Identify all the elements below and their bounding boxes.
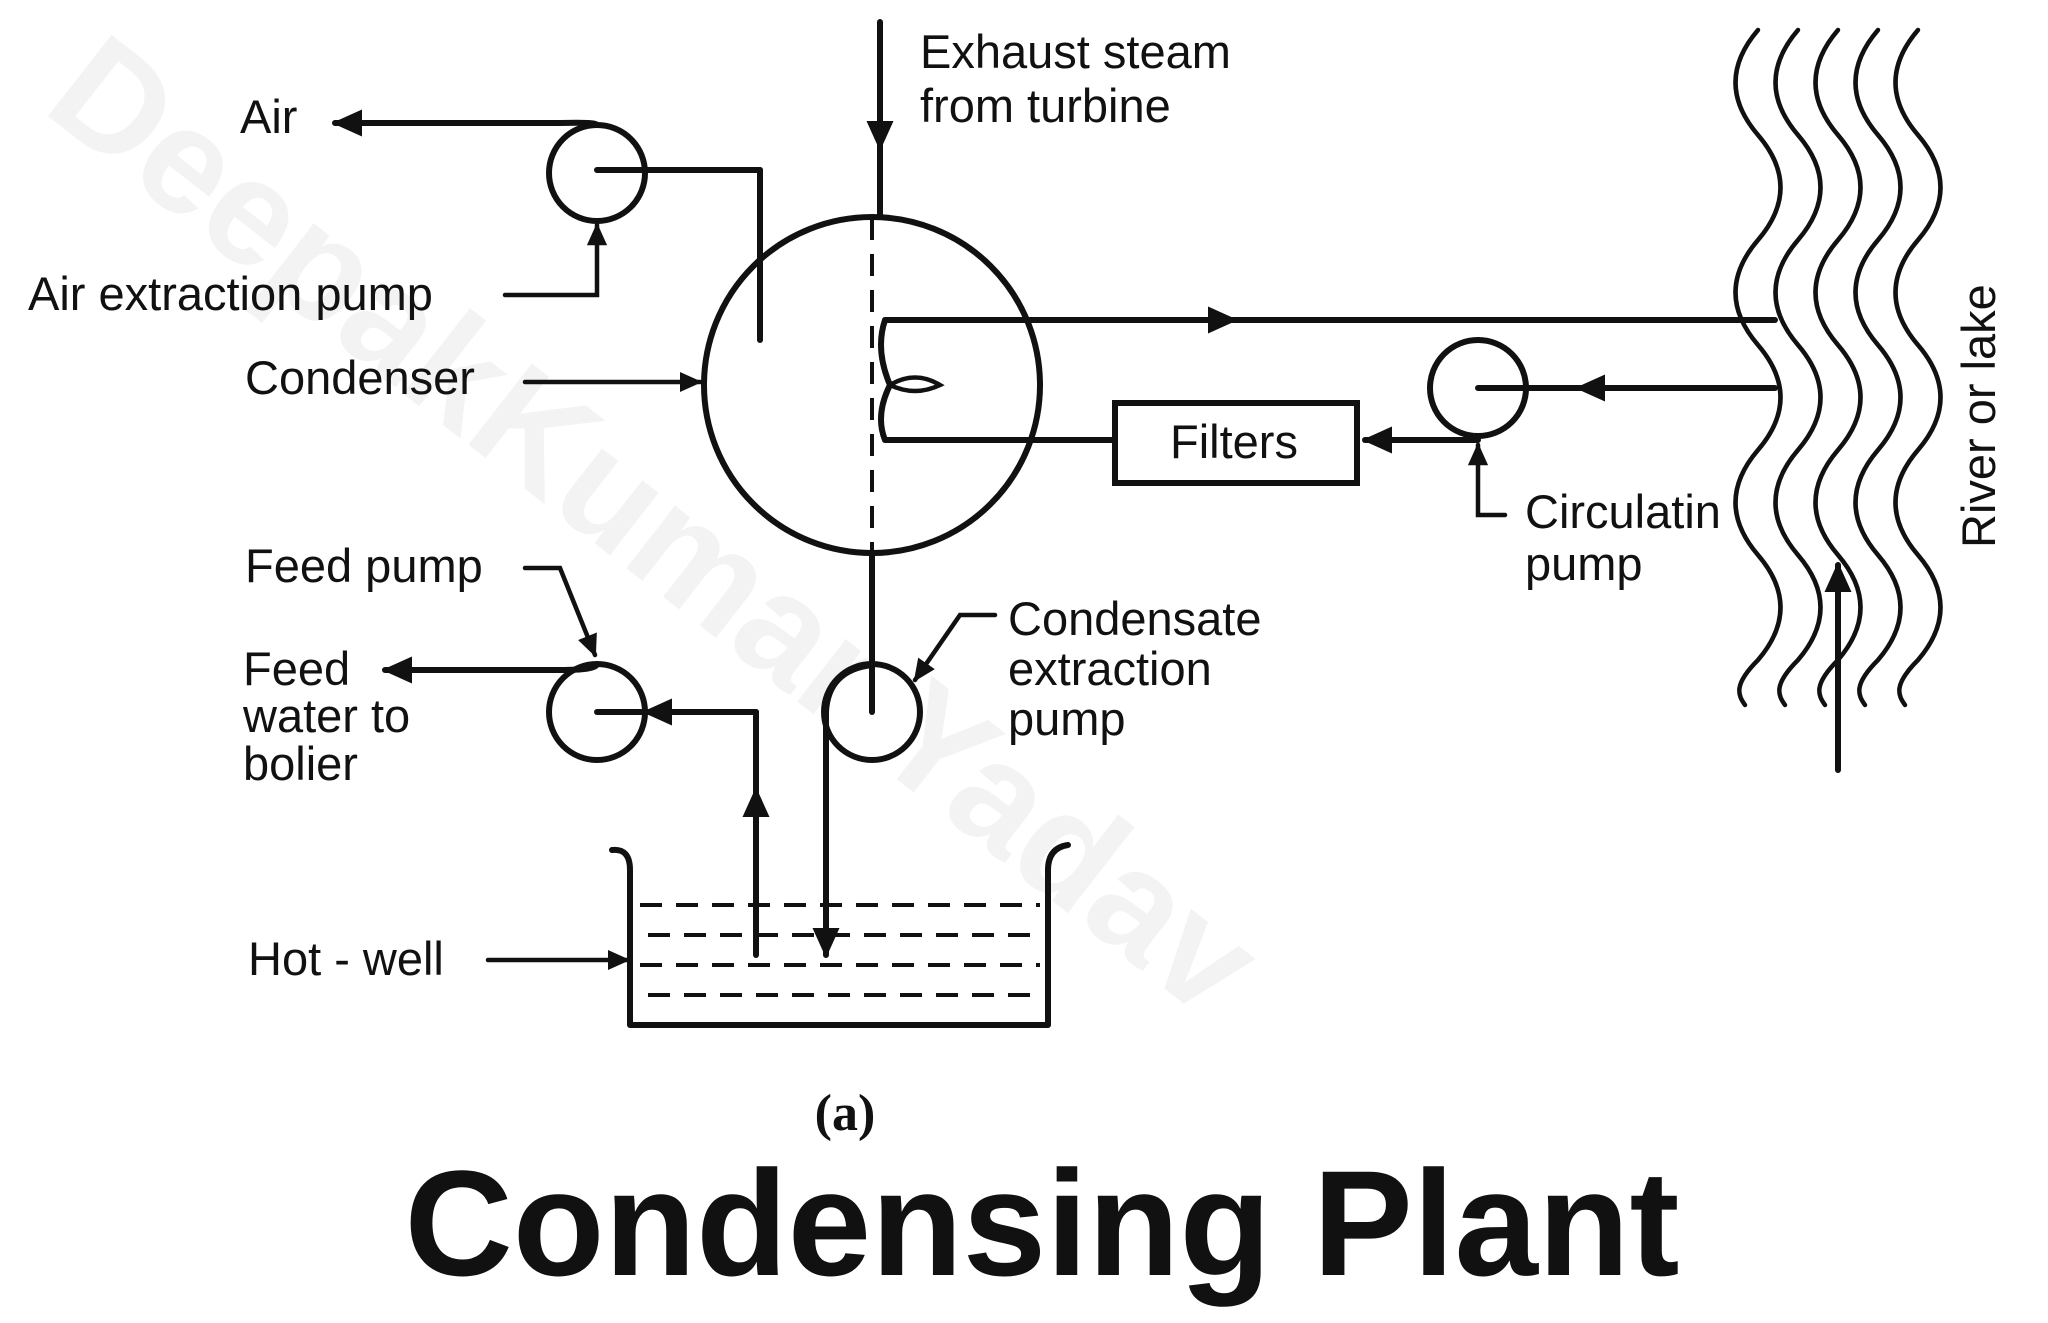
tube-return-bend <box>887 375 945 394</box>
hot-well-water <box>640 903 1040 997</box>
feed-water-label-line3: bolier <box>243 737 358 790</box>
feed-water-outlet-pipe <box>382 656 600 684</box>
diagram-title: Condensing Plant <box>405 1139 1680 1307</box>
hot-well-label: Hot - well <box>248 932 444 985</box>
condensate-to-hotwell-pipe <box>812 662 875 958</box>
air-extraction-pump-leader <box>502 222 608 298</box>
feed-pump-label: Feed pump <box>245 539 483 592</box>
air-extraction-pump-label: Air extraction pump <box>28 267 433 320</box>
circulating-pump-label-line1: Circulatin <box>1525 485 1721 538</box>
condensate-pump-label-line1: Condensate <box>1008 592 1261 645</box>
river-waves <box>1733 27 1943 708</box>
hot-well-tank <box>609 842 1071 1028</box>
feed-pump-leader <box>522 565 598 658</box>
condensate-pump-leader <box>912 612 998 683</box>
exhaust-steam-label-line2: from turbine <box>920 79 1171 132</box>
air-label: Air <box>240 90 297 143</box>
watermark: DeepakKumar Yadav <box>20 3 1291 1047</box>
condensate-pump-label-line2: extraction <box>1008 642 1212 695</box>
river-label: River or lake <box>1952 284 2005 548</box>
condensate-pump-label-line3: pump <box>1008 692 1126 745</box>
circulating-pump-label-line2: pump <box>1525 537 1643 590</box>
feed-water-label-line1: Feed <box>243 642 350 695</box>
circulating-pump-leader <box>1467 442 1508 518</box>
feed-water-label-line2: water to <box>242 689 410 742</box>
filters-label: Filters <box>1170 415 1298 468</box>
condenser-label: Condenser <box>245 351 475 404</box>
exhaust-steam-label-line1: Exhaust steam <box>920 25 1231 78</box>
air-outlet-pipe <box>332 109 600 137</box>
figure-caption: (a) <box>815 1085 876 1142</box>
